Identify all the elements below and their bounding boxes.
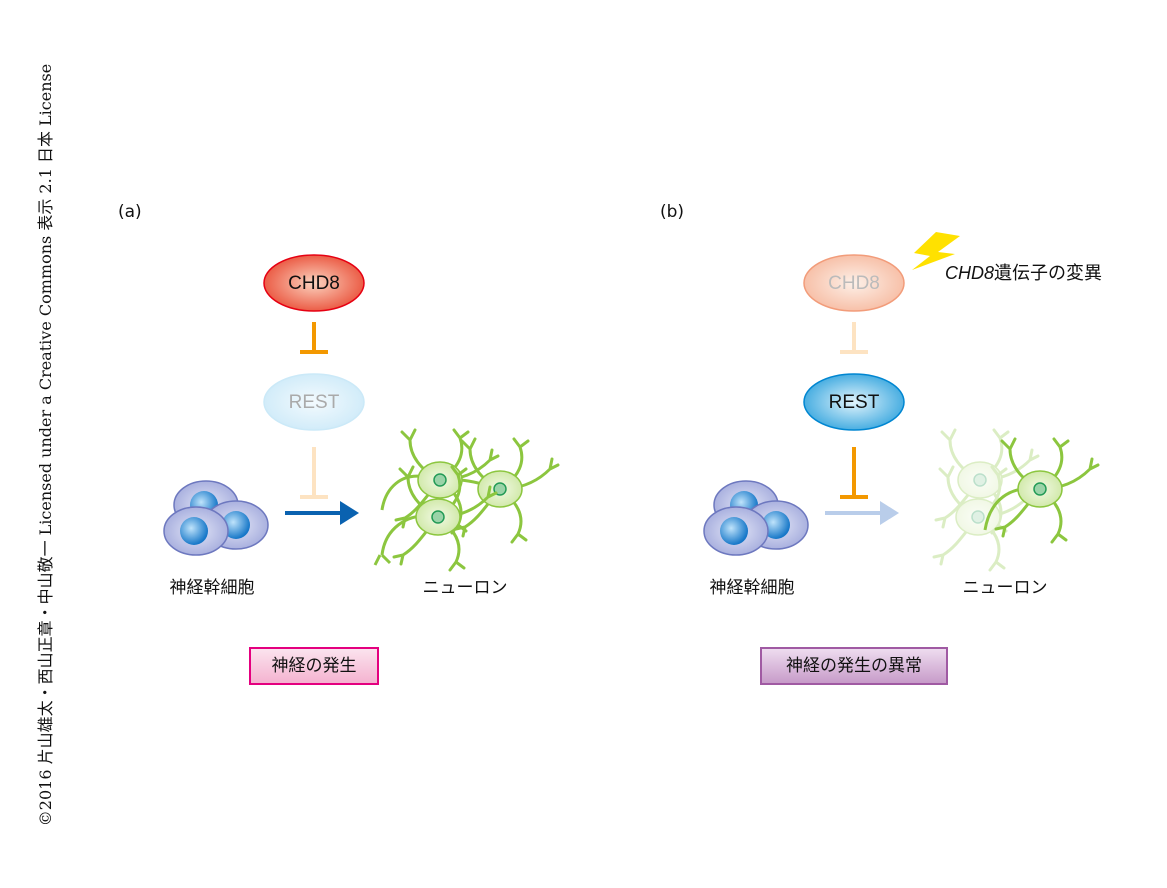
mutation-label: CHD8遺伝子の変異 [945, 259, 1102, 285]
panel-label-a: (a) [118, 202, 142, 222]
neural-stem-cells [703, 480, 809, 556]
panel-label-b: (b) [660, 202, 685, 222]
chd8-label: CHD8 [288, 273, 340, 294]
neuron-label: ニューロン [422, 578, 508, 598]
stem-cell-label: 神経幹細胞 [709, 578, 795, 598]
mutation-gene: CHD8 [945, 263, 995, 283]
chd8-node [263, 254, 365, 312]
inhibition-chd8-rest [300, 322, 328, 354]
badge-neural-development: 神経の発生 [249, 647, 379, 685]
panel-a: CHD8 REST [163, 254, 560, 572]
stem-cell-label: 神経幹細胞 [169, 578, 255, 598]
lightning-icon [912, 232, 960, 270]
badge-abnormal-neural-development: 神経の発生の異常 [760, 647, 948, 685]
neuron-label: ニューロン [962, 578, 1048, 598]
chd8-node-mutated [803, 254, 905, 312]
neurons [373, 428, 560, 572]
panel-b: CHD8 REST [703, 232, 1100, 572]
rest-node-active [803, 373, 905, 431]
neurons-reduced [932, 428, 1100, 572]
chd8-label: CHD8 [828, 273, 880, 294]
rest-label: REST [289, 392, 340, 413]
inhibition-rest-differentiation-faded [300, 447, 328, 499]
differentiation-arrow-faded [825, 501, 899, 525]
rest-node [263, 373, 365, 431]
neural-stem-cells [163, 480, 269, 556]
rest-label: REST [829, 392, 880, 413]
mutation-text: 遺伝子の変異 [994, 263, 1103, 284]
inhibition-chd8-rest-faded [840, 322, 868, 354]
differentiation-arrow [285, 501, 359, 525]
inhibition-rest-differentiation [840, 447, 868, 499]
